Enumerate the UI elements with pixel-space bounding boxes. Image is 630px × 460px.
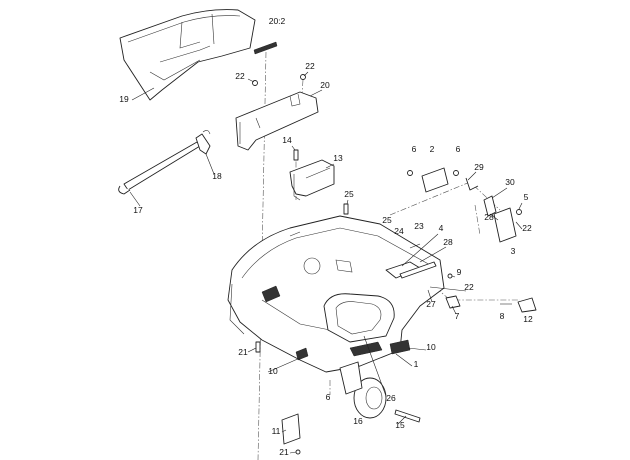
part-20-bracket: [235, 91, 319, 151]
part-1-deck: [227, 215, 445, 373]
part-26-chute: [323, 293, 395, 343]
callout-c27: 27: [426, 299, 436, 309]
callout-c28b: 28: [443, 237, 453, 247]
callout-c29: 29: [474, 162, 484, 172]
part-15-bolt: [394, 409, 421, 423]
callout-c6b: 6: [456, 144, 461, 154]
callout-c22a: 22: [235, 71, 245, 81]
callout-c21a: 21: [238, 347, 248, 357]
callout-c13: 13: [333, 153, 343, 163]
part-14-bolt: [293, 149, 299, 161]
callout-c21b: 21: [279, 447, 289, 457]
callout-c22d: 22: [464, 282, 474, 292]
callout-c12: 12: [523, 314, 533, 324]
callout-c24: 24: [394, 226, 404, 236]
callout-c26: 26: [386, 393, 396, 403]
part-2-bracket: [407, 167, 459, 193]
callout-c5: 5: [524, 192, 529, 202]
callout-c10b: 10: [268, 366, 278, 376]
part-3-bracket: [493, 207, 517, 243]
callout-c2: 2: [430, 144, 435, 154]
part-16-wheel: [339, 361, 387, 419]
callout-c4: 4: [439, 223, 444, 233]
part-28-29-30-springs: [465, 177, 522, 217]
part-11-bracket: [281, 413, 301, 445]
callout-c25a: 25: [344, 189, 354, 199]
callout-c6a: 6: [412, 144, 417, 154]
part-20-2-decal: [253, 41, 278, 55]
part-10-decals: [261, 285, 411, 361]
part-17-18-rod: [118, 130, 211, 195]
callout-c8: 8: [500, 311, 505, 321]
part-13-shield: [289, 159, 335, 201]
callout-c22b: 22: [305, 61, 315, 71]
callout-c22c: 22: [522, 223, 532, 233]
callout-c6c: 6: [326, 392, 331, 402]
callout-c16: 16: [353, 416, 363, 426]
callout-c20-2: 20:2: [269, 16, 286, 26]
callout-c25b: 25: [382, 215, 392, 225]
part-7-8-9-12: [445, 273, 537, 313]
callout-c23: 23: [414, 221, 424, 231]
part-4-arm: [385, 243, 437, 279]
callout-c9: 9: [457, 267, 462, 277]
callout-c17: 17: [133, 205, 143, 215]
callout-c19: 19: [119, 94, 129, 104]
callout-c20: 20: [320, 80, 330, 90]
callout-c3: 3: [511, 246, 516, 256]
callout-c15: 15: [395, 420, 405, 430]
callout-c14: 14: [282, 135, 292, 145]
callout-c10a: 10: [426, 342, 436, 352]
callout-c30: 30: [505, 177, 515, 187]
part-21-bolts: [255, 341, 301, 455]
part-19-hood: [119, 9, 256, 101]
callout-c7: 7: [455, 311, 460, 321]
callout-c1: 1: [414, 359, 419, 369]
callout-c28a: 28: [484, 212, 494, 222]
callout-c18: 18: [212, 171, 222, 181]
callout-c11: 11: [272, 426, 281, 436]
leader-lines: [129, 71, 523, 454]
